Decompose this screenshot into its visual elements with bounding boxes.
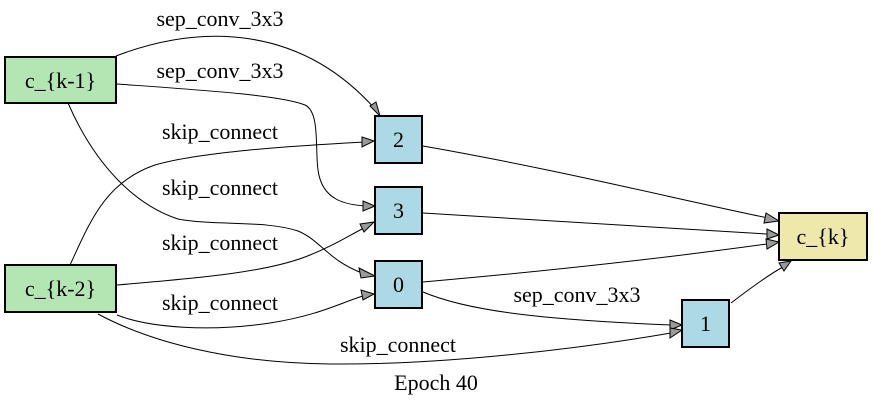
node-0-box (374, 260, 423, 309)
node-c-k-2: c_{k-2} (4, 264, 117, 313)
node-3-box (374, 186, 423, 235)
edge-label-ck2-to-3: skip_connect (162, 230, 278, 255)
node-3: 3 (374, 186, 423, 235)
node-1: 1 (681, 299, 730, 348)
node-c-k-2-label: c_{k-2} (25, 276, 96, 301)
node-c-k-1-box (4, 56, 117, 104)
edge-label-0-to-1: sep_conv_3x3 (513, 282, 640, 307)
node-1-label: 1 (700, 311, 711, 336)
node-c-k-2-box (4, 264, 117, 313)
edge-ck2-to-3 (116, 221, 376, 286)
edge-ck2-to-2 (69, 136, 376, 266)
node-c-k-1-label: c_{k-1} (25, 68, 96, 93)
edge-label-ck1-to-2: sep_conv_3x3 (156, 6, 283, 31)
edge-0-to-1 (422, 291, 684, 331)
edge-ck2-to-1 (97, 313, 684, 365)
edge-ck1-to-0 (67, 102, 377, 279)
node-0-label: 0 (393, 272, 404, 297)
edge-3-to-ck (422, 212, 781, 240)
node-c-k-box (778, 212, 868, 261)
edge-label-ck2-to-0: skip_connect (162, 290, 278, 315)
edge-label-ck1-to-0: skip_connect (162, 175, 278, 200)
edge-2-to-ck (422, 145, 781, 224)
diagram-caption: Epoch 40 (394, 370, 478, 395)
node-2-box (374, 115, 423, 164)
node-c-k: c_{k} (778, 212, 868, 261)
edge-ck1-to-3 (116, 83, 377, 212)
node-0: 0 (374, 260, 423, 309)
edge-label-ck2-to-1: skip_connect (340, 332, 456, 357)
edge-1-to-ck (730, 260, 793, 304)
edge-label-ck1-to-3: sep_conv_3x3 (156, 58, 283, 83)
node-c-k-label: c_{k} (797, 224, 850, 249)
node-3-label: 3 (393, 198, 404, 223)
edge-ck1-to-2 (115, 35, 382, 118)
edge-0-to-ck (422, 238, 781, 283)
node-1-box (681, 299, 730, 348)
edge-label-ck2-to-2: skip_connect (162, 119, 278, 144)
edge-ck2-to-0 (116, 289, 376, 329)
node-2-label: 2 (393, 127, 404, 152)
node-2: 2 (374, 115, 423, 164)
node-c-k-1: c_{k-1} (4, 56, 117, 104)
